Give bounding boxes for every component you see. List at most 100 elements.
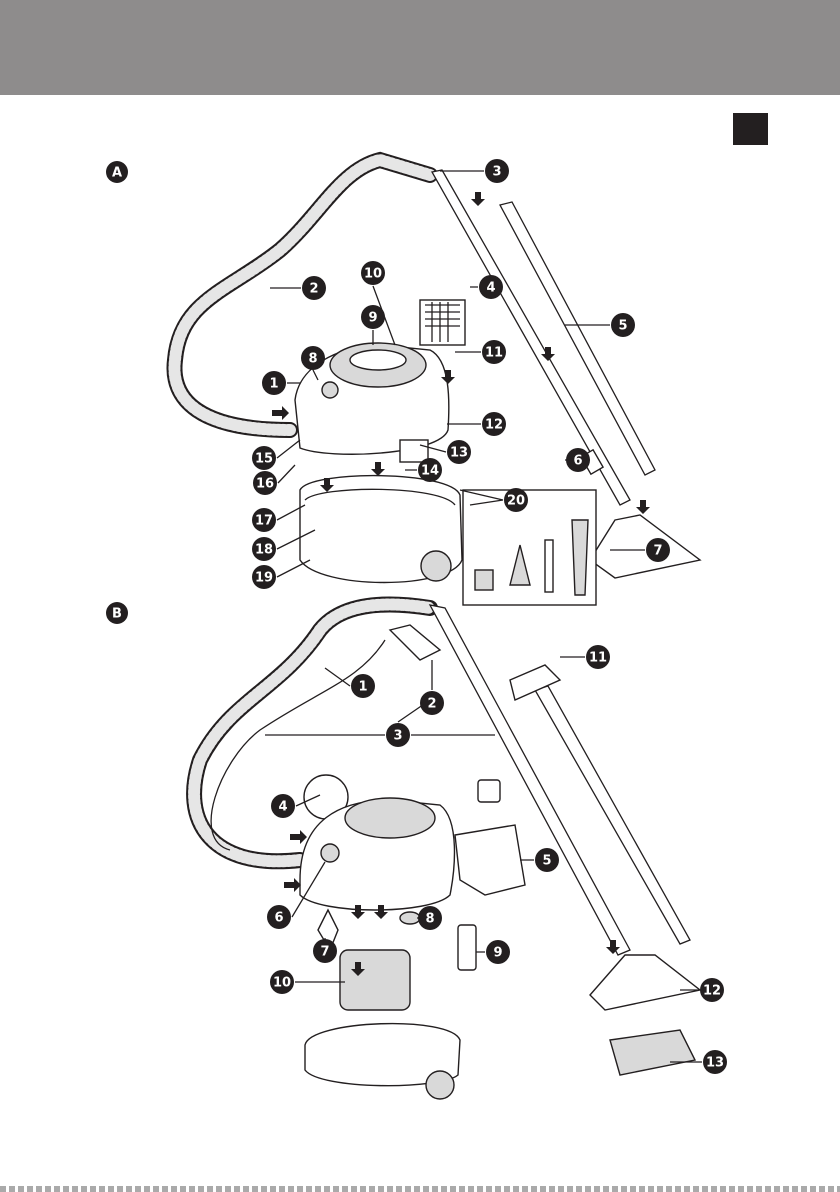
svg-text:12: 12 bbox=[485, 418, 503, 433]
svg-text:6: 6 bbox=[274, 911, 283, 926]
direction-arrows bbox=[272, 192, 650, 976]
callout: 13 bbox=[703, 1050, 727, 1074]
svg-text:20: 20 bbox=[507, 494, 525, 509]
svg-text:9: 9 bbox=[493, 946, 502, 961]
callout: 8 bbox=[301, 346, 325, 370]
arrow-icon bbox=[371, 462, 385, 476]
callouts-b: 1 2 3 4 5 6 7 8 9 10 11 12 13 bbox=[267, 645, 727, 1074]
callout: 5 bbox=[611, 313, 635, 337]
callout: 2 bbox=[420, 691, 444, 715]
arrow-icon bbox=[272, 406, 289, 420]
callout: 11 bbox=[586, 645, 610, 669]
callout: 15 bbox=[252, 446, 276, 470]
svg-text:3: 3 bbox=[492, 165, 501, 180]
svg-text:4: 4 bbox=[278, 800, 287, 815]
callout: 10 bbox=[361, 261, 385, 285]
svg-text:13: 13 bbox=[706, 1056, 724, 1071]
svg-text:3: 3 bbox=[393, 729, 402, 744]
svg-text:14: 14 bbox=[421, 464, 439, 479]
callouts-a: 1 2 3 4 5 6 7 8 9 10 11 12 13 14 15 16 1… bbox=[252, 159, 670, 589]
callout: 6 bbox=[566, 448, 590, 472]
diagram-b-parts bbox=[186, 596, 702, 1100]
arrow-icon bbox=[374, 905, 388, 919]
arrow-icon bbox=[284, 878, 301, 892]
svg-text:6: 6 bbox=[573, 454, 582, 469]
tube-left bbox=[430, 169, 631, 506]
callout: 18 bbox=[252, 537, 276, 561]
callout: 12 bbox=[700, 978, 724, 1002]
svg-text:5: 5 bbox=[542, 854, 551, 869]
svg-text:7: 7 bbox=[320, 945, 329, 960]
svg-text:15: 15 bbox=[255, 452, 273, 467]
svg-text:13: 13 bbox=[450, 446, 468, 461]
filter bbox=[419, 299, 466, 346]
arrow-icon bbox=[606, 940, 620, 954]
arrow-icon bbox=[636, 500, 650, 514]
svg-text:10: 10 bbox=[273, 976, 291, 991]
callout: 9 bbox=[361, 305, 385, 329]
callout: 3 bbox=[485, 159, 509, 183]
callout: 4 bbox=[271, 794, 295, 818]
svg-text:8: 8 bbox=[308, 352, 317, 367]
water-container bbox=[299, 474, 463, 584]
callout: 10 bbox=[270, 970, 294, 994]
callout: 1 bbox=[351, 674, 375, 698]
svg-text:4: 4 bbox=[486, 281, 495, 296]
wheel bbox=[420, 550, 452, 582]
section-badge-a: A bbox=[106, 161, 128, 183]
tube-right bbox=[499, 201, 656, 476]
arrow-icon bbox=[320, 478, 334, 492]
svg-text:7: 7 bbox=[653, 544, 662, 559]
svg-text:18: 18 bbox=[255, 543, 273, 558]
callout: 17 bbox=[252, 508, 276, 532]
svg-text:1: 1 bbox=[269, 377, 278, 392]
floor-nozzle bbox=[589, 514, 702, 579]
callout: 6 bbox=[267, 905, 291, 929]
svg-text:8: 8 bbox=[425, 912, 434, 927]
callout: 4 bbox=[479, 275, 503, 299]
section-badge-b: B bbox=[106, 602, 128, 624]
brush-insert bbox=[609, 1029, 697, 1076]
svg-text:B: B bbox=[112, 607, 122, 622]
arrow-icon bbox=[441, 370, 455, 384]
svg-text:2: 2 bbox=[309, 282, 318, 297]
callout: 16 bbox=[253, 471, 277, 495]
arrow-icon bbox=[471, 192, 485, 206]
svg-text:10: 10 bbox=[364, 267, 382, 282]
callout: 5 bbox=[535, 848, 559, 872]
callout: 13 bbox=[447, 440, 471, 464]
svg-text:12: 12 bbox=[703, 984, 721, 999]
svg-text:17: 17 bbox=[255, 514, 273, 529]
callout: 12 bbox=[482, 412, 506, 436]
svg-text:16: 16 bbox=[256, 477, 274, 492]
cylinder-filter bbox=[339, 949, 411, 1011]
svg-text:19: 19 bbox=[255, 571, 273, 586]
svg-text:9: 9 bbox=[368, 311, 377, 326]
svg-text:A: A bbox=[112, 166, 122, 181]
svg-text:1: 1 bbox=[358, 680, 367, 695]
svg-text:2: 2 bbox=[427, 697, 436, 712]
water-tank bbox=[454, 824, 526, 896]
callout: 3 bbox=[386, 723, 410, 747]
arrow-icon bbox=[351, 962, 365, 976]
callout: 19 bbox=[252, 565, 276, 589]
diagram-a-parts bbox=[166, 151, 702, 606]
print-marks-strip bbox=[0, 1186, 840, 1192]
arrow-icon bbox=[541, 347, 555, 361]
callout: 14 bbox=[418, 458, 442, 482]
svg-text:11: 11 bbox=[589, 651, 607, 666]
callout: 20 bbox=[504, 488, 528, 512]
descaler-bottle bbox=[457, 924, 477, 971]
steam-nozzle bbox=[589, 954, 702, 1011]
arrow-icon bbox=[351, 905, 365, 919]
page-header-band bbox=[0, 0, 840, 95]
callout: 1 bbox=[262, 371, 286, 395]
callout: 2 bbox=[302, 276, 326, 300]
language-tab-marker bbox=[733, 113, 768, 145]
arrow-icon bbox=[290, 830, 307, 844]
svg-text:11: 11 bbox=[485, 346, 503, 361]
callout: 7 bbox=[646, 538, 670, 562]
callout: 11 bbox=[482, 340, 506, 364]
callout: 9 bbox=[486, 940, 510, 964]
